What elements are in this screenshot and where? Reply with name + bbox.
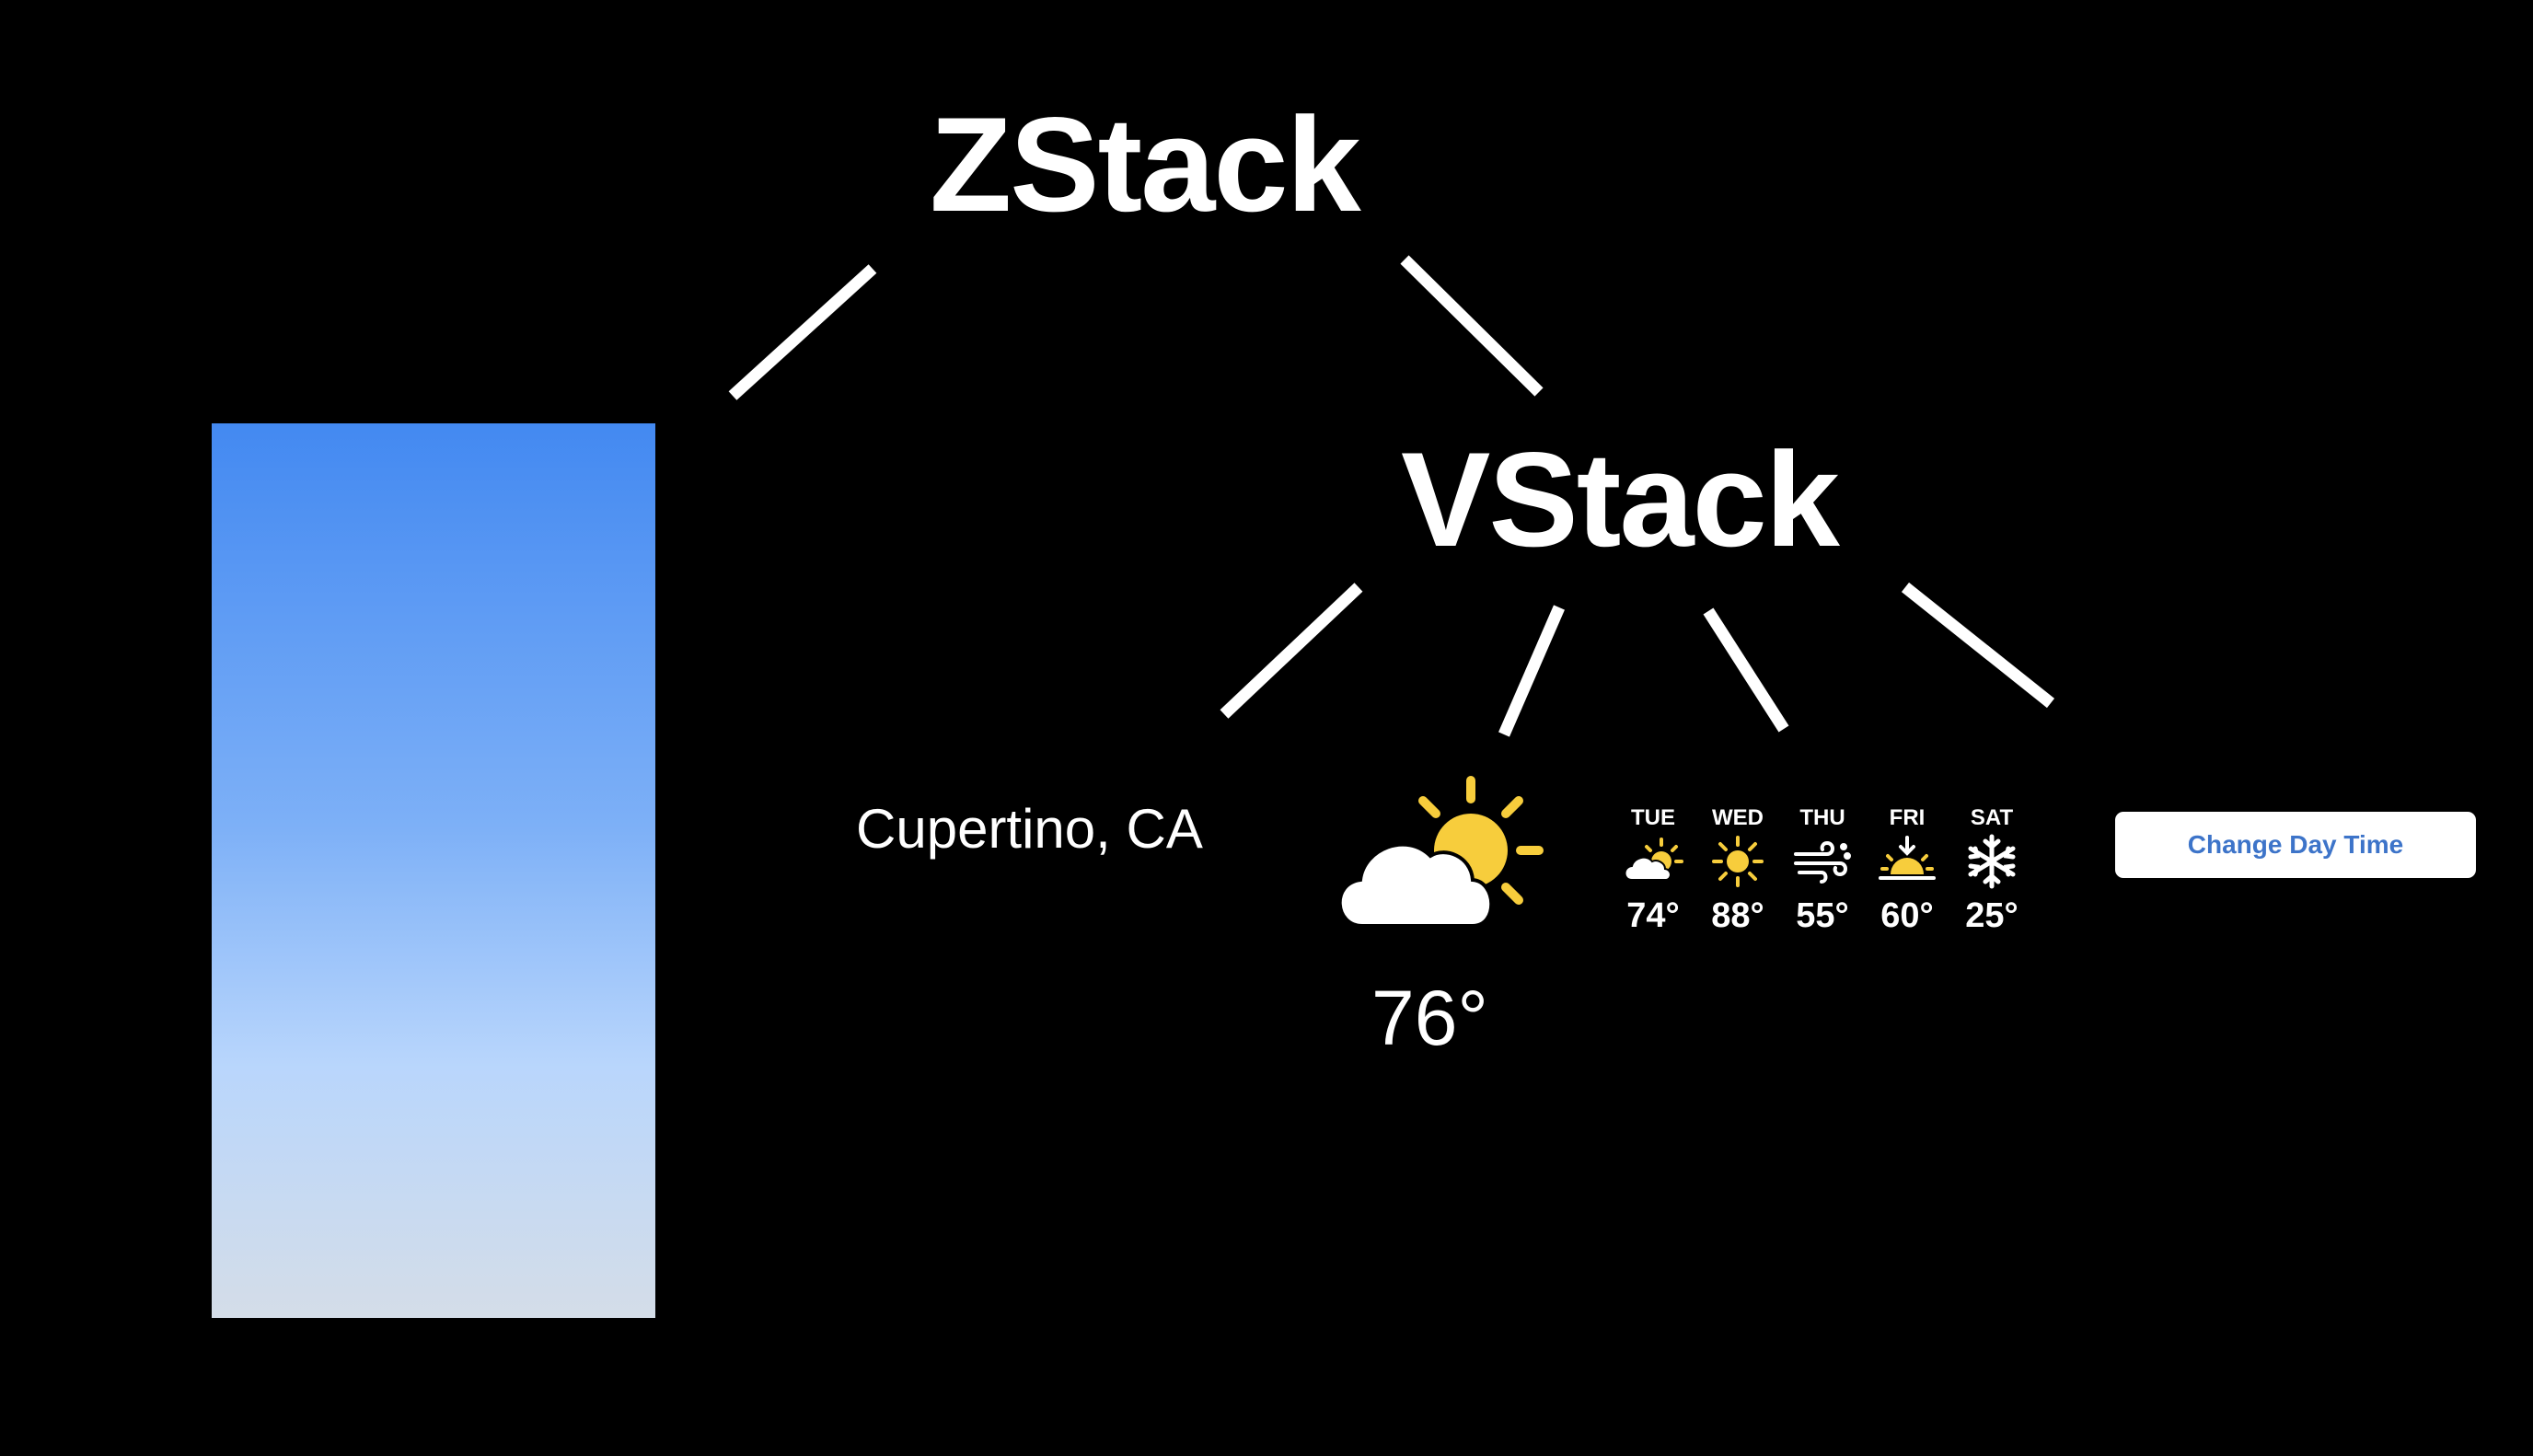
connector-vstack-button	[1901, 582, 2055, 709]
connector-zstack-vstack	[1400, 255, 1544, 397]
forecast-temperature: 25°	[1965, 896, 2018, 935]
forecast-day-name: SAT	[1970, 805, 2014, 830]
change-day-time-button[interactable]: Change Day Time	[2115, 812, 2476, 878]
connector-zstack-rect	[728, 264, 877, 400]
forecast-day-name: FRI	[1889, 805, 1926, 830]
sun-icon	[1692, 834, 1784, 891]
wind-icon	[1776, 834, 1868, 891]
city-label: Cupertino, CA	[856, 798, 1203, 860]
forecast-day: TUE 74°	[1607, 803, 1699, 936]
forecast-day-name: THU	[1799, 805, 1845, 830]
gradient-background-preview	[212, 423, 655, 1318]
cloud-sun-icon	[1337, 776, 1544, 928]
partly-cloudy-icon	[1607, 834, 1699, 891]
connector-vstack-forecast	[1703, 607, 1789, 733]
snowflake-icon	[1946, 834, 2038, 891]
forecast-day: FRI 60°	[1861, 803, 1953, 936]
forecast-day: SAT 25°	[1946, 803, 2038, 936]
forecast-day-name: WED	[1712, 805, 1764, 830]
zstack-label: ZStack	[930, 89, 1361, 239]
sunset-icon	[1861, 834, 1953, 891]
forecast-day: WED 88°	[1692, 803, 1784, 936]
connector-vstack-icon	[1498, 605, 1565, 737]
current-temperature: 76°	[1371, 975, 1489, 1061]
forecast-temperature: 60°	[1880, 896, 1934, 935]
forecast-day: THU 55°	[1776, 803, 1868, 936]
forecast-temperature: 55°	[1796, 896, 1849, 935]
connector-vstack-city	[1220, 583, 1363, 719]
forecast-temperature: 88°	[1711, 896, 1764, 935]
vstack-label: VStack	[1401, 424, 1840, 574]
forecast-day-name: TUE	[1631, 805, 1675, 830]
forecast-temperature: 74°	[1626, 896, 1680, 935]
